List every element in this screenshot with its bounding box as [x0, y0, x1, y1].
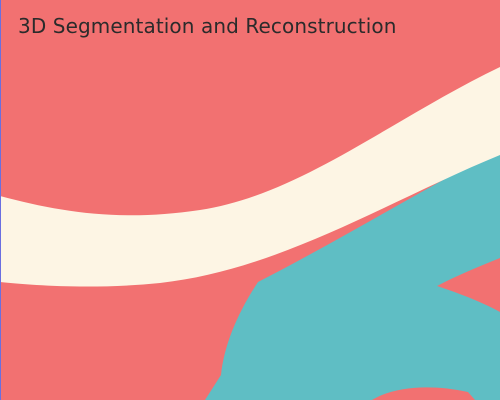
- cream-ribbon-shape: [0, 67, 500, 287]
- teal-wave-shape: [205, 150, 500, 400]
- left-edge-line: [0, 0, 1, 400]
- banner-title: 3D Segmentation and Reconstruction: [18, 14, 397, 38]
